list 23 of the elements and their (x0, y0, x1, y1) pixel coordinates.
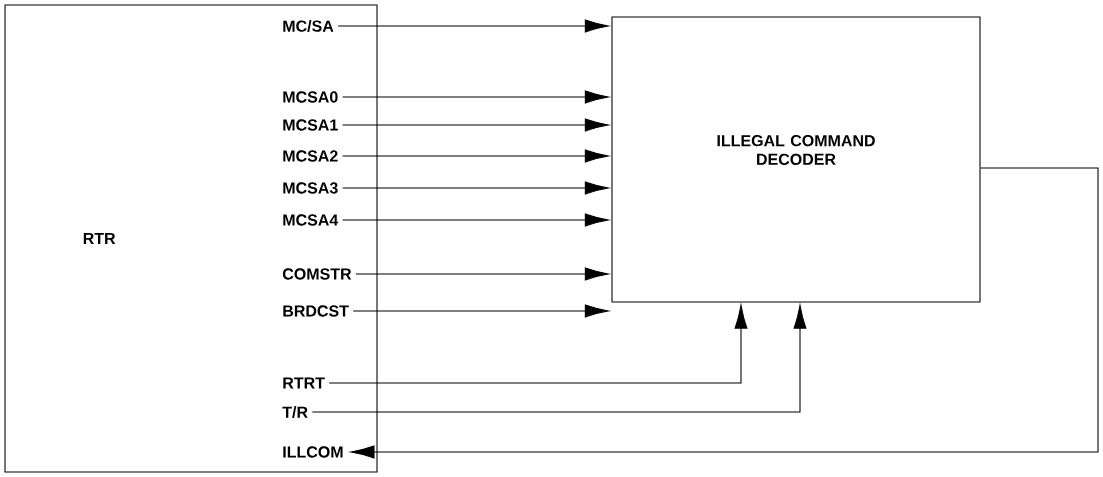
pin-label: ILLCOM (283, 446, 343, 458)
pin-label: T/R (282, 406, 308, 418)
pin-label: MCSA2 (283, 150, 338, 162)
arrow (342, 90, 609, 104)
pin-label: MC/SA (283, 20, 334, 32)
arrow (355, 267, 609, 281)
arrow (342, 213, 609, 227)
arrow (342, 181, 609, 195)
arrow (342, 149, 609, 163)
arrow (352, 304, 609, 318)
arrow (328, 304, 748, 384)
block-box: ILLEGAL COMMAND DECODER (611, 16, 981, 303)
pin-label: MCSA3 (283, 182, 338, 194)
pin-label: COMSTR (282, 268, 352, 280)
pin-label: MCSA1 (283, 119, 338, 131)
pin-label: BRDCST (283, 305, 349, 317)
arrow (350, 167, 1099, 459)
arrow (337, 19, 609, 33)
pin-label: MCSA4 (283, 214, 339, 226)
arrow (311, 304, 807, 413)
pin-label: RTRT (283, 377, 325, 389)
pin-label: MCSA0 (283, 91, 338, 103)
arrow (342, 118, 609, 132)
